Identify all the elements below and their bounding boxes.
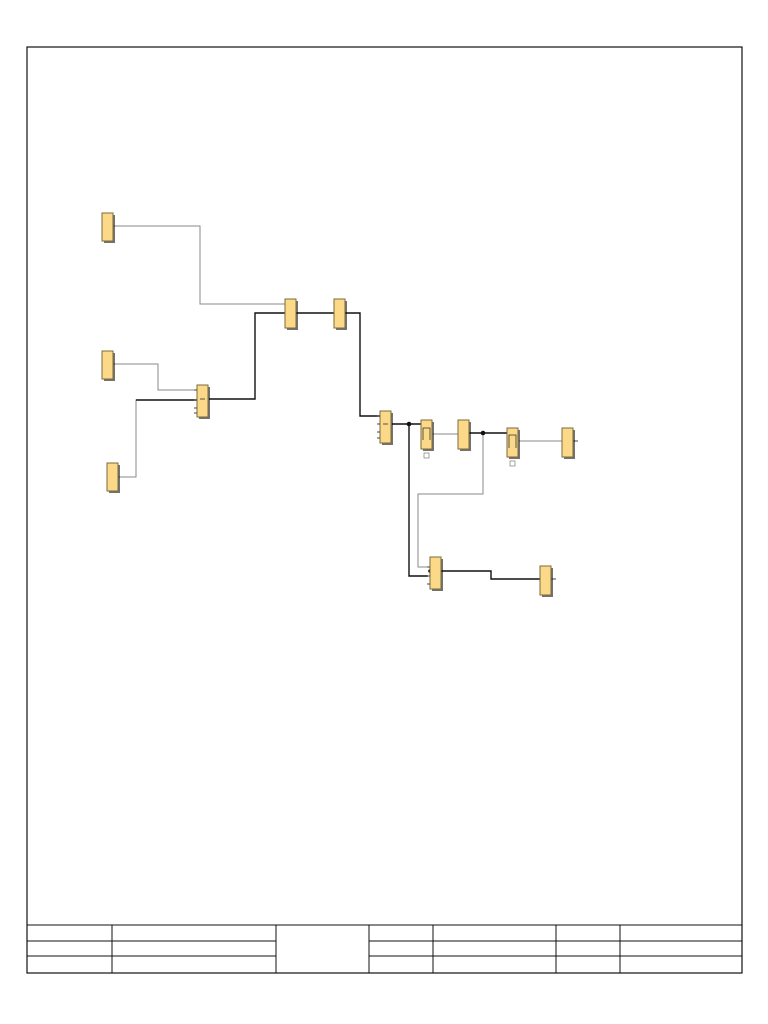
logic-gate-3[interactable] — [427, 556, 443, 591]
wire-input3-to-gate1-gray — [117, 399, 197, 478]
input-block-2[interactable] — [101, 350, 115, 381]
pulse-icon — [508, 434, 517, 448]
wire-gate3-to-output2 — [441, 570, 540, 580]
timer-block-2[interactable] — [506, 427, 520, 467]
wire-input1-to-fb1 — [113, 225, 285, 305]
wire-input2-to-gate1 — [113, 363, 197, 391]
junction-dot — [406, 421, 412, 427]
sheet-frame — [26, 46, 743, 974]
wire-gate1-to-fb1 — [209, 312, 285, 400]
wire-fb2-to-gate2 — [345, 312, 380, 417]
function-block-1[interactable] — [284, 298, 298, 330]
output-block-1[interactable] — [561, 427, 575, 459]
title-block — [27, 924, 742, 973]
wire-branch2-to-gate3 — [417, 433, 484, 568]
timer-block-1[interactable] — [420, 419, 434, 459]
output-block-2[interactable] — [539, 565, 553, 597]
logic-gate-1[interactable] — [194, 384, 210, 419]
junction-dot — [480, 430, 486, 436]
parameter-icon — [509, 460, 516, 467]
function-block-3[interactable] — [457, 419, 471, 451]
parameter-icon — [423, 452, 430, 459]
input-block-3[interactable] — [106, 462, 120, 493]
wire-branch-to-gate3 — [408, 424, 428, 577]
function-block-2[interactable] — [333, 298, 347, 330]
pulse-icon — [422, 427, 431, 440]
logic-gate-2[interactable] — [377, 410, 393, 445]
wires — [113, 225, 578, 580]
input-block-1[interactable] — [101, 212, 115, 243]
